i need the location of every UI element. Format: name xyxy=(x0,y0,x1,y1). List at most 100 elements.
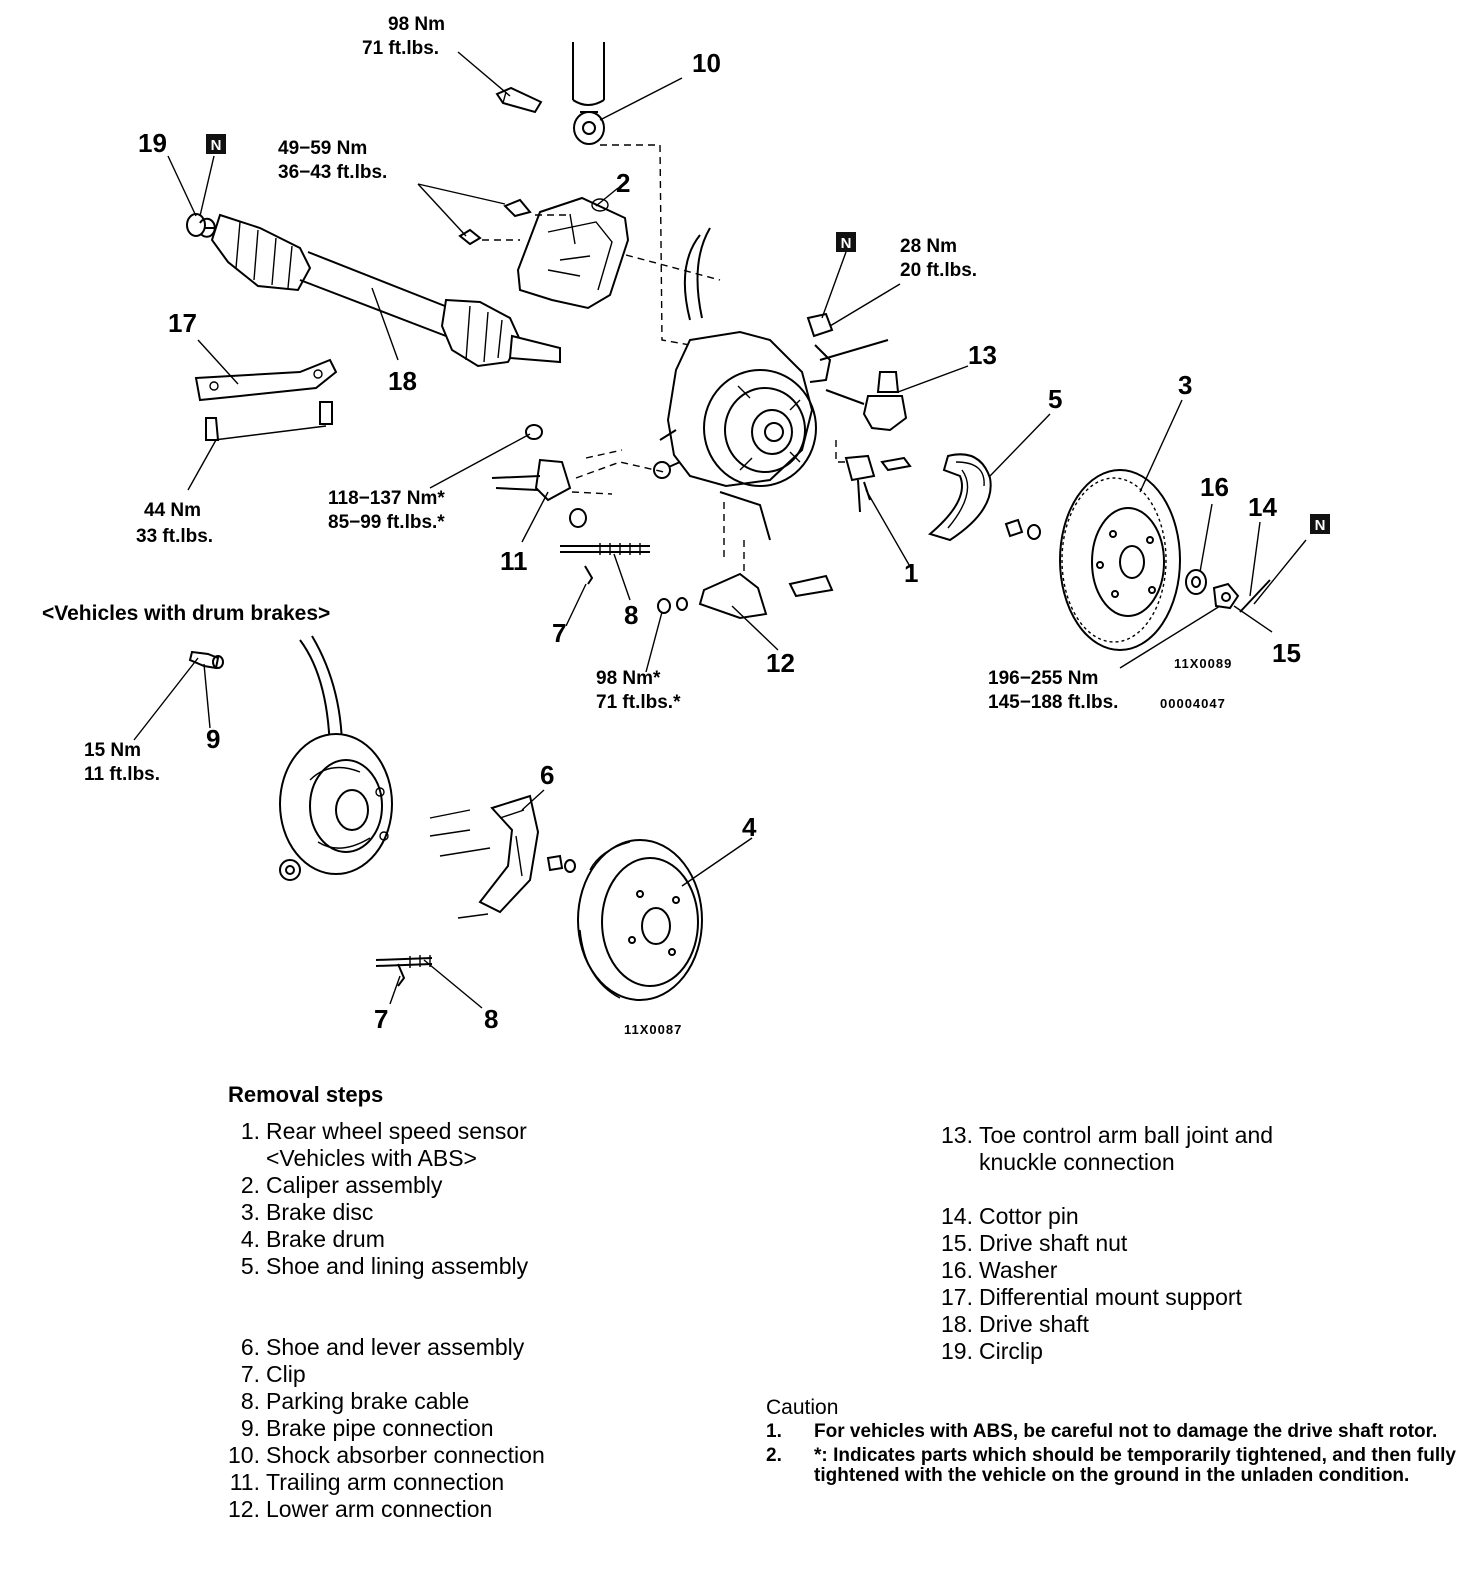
washer xyxy=(1185,569,1207,595)
torque-caliper-nm: 49−59 Nm xyxy=(278,138,367,159)
callout-5: 5 xyxy=(1048,384,1062,414)
figure-code-2: 00004047 xyxy=(1160,696,1226,711)
shock-absorber xyxy=(572,42,605,145)
list-item: 3.Brake disc xyxy=(240,1199,374,1225)
svg-text:N: N xyxy=(211,137,222,154)
list-item: 13.Toe control arm ball joint and xyxy=(941,1122,1274,1148)
callout-9: 9 xyxy=(206,724,220,754)
list-item: 7.Clip xyxy=(240,1361,306,1387)
exploded-diagram: N N N 10 19 2 17 18 13 5 3 16 14 15 11 1… xyxy=(42,14,1330,1037)
list-item: 14.Cottor pin xyxy=(941,1203,1079,1229)
parking-brake-cable xyxy=(560,543,650,555)
clip xyxy=(584,565,594,585)
list-item: 16.Washer xyxy=(941,1257,1058,1283)
shock-bolt xyxy=(495,86,543,114)
drive-shaft xyxy=(186,213,561,368)
list-item: 1.Rear wheel speed sensor xyxy=(240,1118,527,1144)
clip-drum xyxy=(397,963,406,987)
torque-balljoint-nm: 28 Nm xyxy=(900,236,957,257)
cotter-pin xyxy=(1239,579,1271,613)
callout-7-drum: 7 xyxy=(374,1004,388,1034)
callout-8: 8 xyxy=(624,600,638,630)
self-locking-nut xyxy=(806,312,834,338)
torque-nut-nm: 196−255 Nm xyxy=(988,668,1098,689)
torque-balljoint-ft: 20 ft.lbs. xyxy=(900,260,977,281)
callout-6: 6 xyxy=(540,760,554,790)
removal-steps-right: 13.Toe control arm ball joint and knuckl… xyxy=(925,1122,1445,1365)
list-item: 8.Parking brake cable xyxy=(240,1388,470,1414)
callout-19: 19 xyxy=(138,128,167,158)
list-item: <Vehicles with ABS> xyxy=(266,1145,477,1171)
callout-18: 18 xyxy=(388,366,417,396)
callout-11: 11 xyxy=(500,546,528,576)
removal-steps-left: Removal steps 1.Rear wheel speed sensor … xyxy=(212,1082,682,1523)
torque-diff-nm: 44 Nm xyxy=(144,500,201,521)
list-item: 2.Caliper assembly xyxy=(240,1172,443,1198)
drive-shaft-nut xyxy=(1212,582,1240,610)
callout-17: 17 xyxy=(168,308,197,338)
torque-pipe-ft: 11 ft.lbs. xyxy=(84,764,160,785)
torque-diff-ft: 33 ft.lbs. xyxy=(136,526,213,547)
list-item: knuckle connection xyxy=(979,1149,1175,1175)
torque-trailing-ft: 85−99 ft.lbs.* xyxy=(328,512,445,533)
callout-14: 14 xyxy=(1248,492,1277,522)
callout-2: 2 xyxy=(616,168,630,198)
callout-7: 7 xyxy=(552,618,566,648)
caution-block: Caution 1.For vehicles with ABS, be care… xyxy=(766,1396,1456,1490)
torque-lowerarm-ft: 71 ft.lbs.* xyxy=(596,692,681,713)
removal-steps-list: 1.Rear wheel speed sensor <Vehicles with… xyxy=(212,1118,682,1523)
callout-3: 3 xyxy=(1178,370,1192,400)
torque-trailing-nm: 118−137 Nm* xyxy=(328,488,445,509)
wheel-speed-sensor xyxy=(835,440,912,513)
shoe-and-lining xyxy=(927,453,1041,542)
new-part-mark-19: N xyxy=(206,134,226,154)
brake-disc xyxy=(1059,469,1181,651)
list-item: 6.Shoe and lever assembly xyxy=(240,1334,525,1360)
lower-arm-connection xyxy=(657,502,834,620)
torque-shock-ft: 71 ft.lbs. xyxy=(362,38,439,59)
list-item: 12.Lower arm connection xyxy=(228,1496,493,1522)
differential-mount-support xyxy=(194,358,338,441)
caliper-assembly xyxy=(458,196,630,310)
shoe-and-lever-assembly xyxy=(429,794,576,919)
new-part-mark-14: N xyxy=(1310,514,1330,534)
callout-4: 4 xyxy=(742,812,757,842)
torque-caliper-ft: 36−43 ft.lbs. xyxy=(278,162,387,183)
torque-pipe-nm: 15 Nm xyxy=(84,740,141,761)
callout-13: 13 xyxy=(968,340,997,370)
caution-title: Caution xyxy=(766,1396,839,1419)
caution-item: 2.*: Indicates parts which should be tem… xyxy=(766,1445,1456,1486)
callout-12: 12 xyxy=(766,648,795,678)
brake-pipe-connection xyxy=(188,650,224,670)
drum-brake-header: <Vehicles with drum brakes> xyxy=(42,602,330,625)
torque-lowerarm-nm: 98 Nm* xyxy=(596,668,661,689)
toe-control-ball-joint xyxy=(819,339,908,432)
list-item: 9.Brake pipe connection xyxy=(240,1415,494,1441)
list-item: 19.Circlip xyxy=(941,1338,1043,1364)
list-item: 17.Differential mount support xyxy=(941,1284,1242,1310)
torque-shock-nm: 98 Nm xyxy=(388,14,445,35)
figure-code-3: 11X0087 xyxy=(624,1022,682,1037)
figure-code-1: 11X0089 xyxy=(1174,656,1232,671)
new-part-mark-nut: N xyxy=(836,232,856,252)
list-item: 15.Drive shaft nut xyxy=(941,1230,1128,1256)
circlip xyxy=(199,217,216,238)
callout-10: 10 xyxy=(692,48,721,78)
knuckle-hub-assembly xyxy=(653,227,832,541)
caution-item: 1.For vehicles with ABS, be careful not … xyxy=(766,1421,1438,1442)
callout-1: 1 xyxy=(904,558,918,588)
leader-lines xyxy=(133,51,1307,1009)
parking-brake-cable-drum xyxy=(375,955,433,968)
list-item: 18.Drive shaft xyxy=(941,1311,1089,1337)
trailing-arm-connection xyxy=(491,424,665,528)
drum-backing-plate xyxy=(279,635,393,881)
callout-16: 16 xyxy=(1200,472,1229,502)
callout-15: 15 xyxy=(1272,638,1301,668)
callout-8-drum: 8 xyxy=(484,1004,498,1034)
torque-nut-ft: 145−188 ft.lbs. xyxy=(988,692,1118,713)
list-item: 4.Brake drum xyxy=(240,1226,385,1252)
list-item: 5.Shoe and lining assembly xyxy=(240,1253,529,1279)
brake-drum xyxy=(577,839,703,1001)
svg-text:N: N xyxy=(1315,517,1326,534)
list-item: 11.Trailing arm connection xyxy=(229,1469,505,1495)
